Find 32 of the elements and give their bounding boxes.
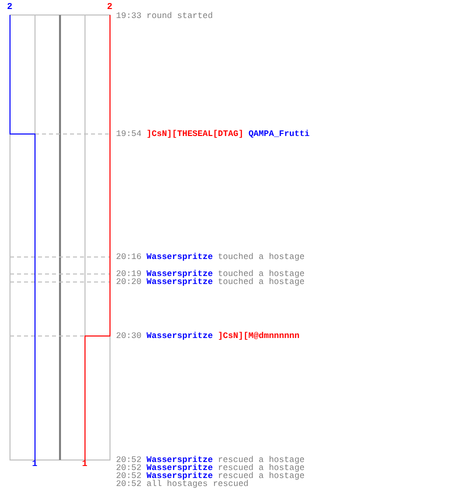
timestamp: 19:33: [116, 12, 142, 20]
player-count: 1: [82, 460, 88, 469]
player-name: Wasserspritze: [146, 332, 213, 340]
player-name: ]CsN][M@dmnnnnnn: [218, 332, 300, 340]
event-text: rescued a hostage: [218, 464, 305, 472]
timestamp: 20:19: [116, 270, 142, 278]
timestamp: 20:30: [116, 332, 142, 340]
event-text: rescued a hostage: [218, 472, 305, 480]
timestamp: 20:16: [116, 253, 142, 261]
event-text: all hostages rescued: [146, 480, 249, 488]
event-text: rescued a hostage: [218, 456, 305, 464]
timestamp: 20:52: [116, 472, 142, 480]
player-name: QAMPA_Frutti: [248, 130, 310, 138]
player-name: Wasserspritze: [146, 278, 213, 286]
player-count: 2: [107, 3, 112, 12]
player-name: Wasserspritze: [146, 472, 213, 480]
player-name: Wasserspritze: [146, 253, 213, 261]
player-count: 1: [32, 460, 38, 469]
player-name: Wasserspritze: [146, 464, 213, 472]
event-text: touched a hostage: [218, 270, 305, 278]
event-text: touched a hostage: [218, 253, 305, 261]
player-count: 2: [7, 3, 12, 12]
event-text: touched a hostage: [218, 278, 305, 286]
player-name: Wasserspritze: [146, 456, 213, 464]
timestamp: 19:54: [116, 130, 142, 138]
player-name: Wasserspritze: [146, 270, 213, 278]
event-text: round started: [146, 12, 213, 20]
timestamp: 20:52: [116, 456, 142, 464]
timestamp: 20:20: [116, 278, 142, 286]
timestamp: 20:52: [116, 480, 142, 488]
player-name: ]CsN][THESEAL[DTAG]: [146, 130, 244, 138]
timestamp: 20:52: [116, 464, 142, 472]
